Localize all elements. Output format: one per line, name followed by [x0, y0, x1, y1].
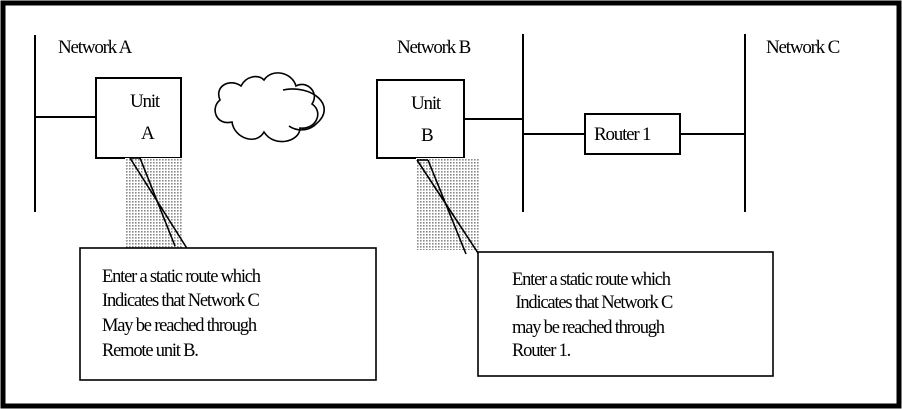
callout-a-box [79, 247, 377, 381]
callout-b-line2: Indicates that Network C [512, 293, 673, 313]
cloud-icon [214, 72, 325, 143]
callout-b-pointer [416, 159, 481, 257]
callout-a-shading [125, 158, 182, 248]
callout-a-line3: May be reached through [102, 316, 257, 336]
callout-b-line3: may be reached through [512, 318, 665, 338]
callout-a-line4: Remote unit B. [102, 341, 198, 361]
network-b-label: Network B [397, 37, 471, 58]
unit-a-box [95, 77, 182, 159]
callout-a-line2: Indicates that Network C [102, 291, 260, 311]
callout-a-line1: Enter a static route which [102, 267, 261, 287]
unit-a-line2: A [141, 123, 155, 144]
unit-b-box [376, 79, 465, 159]
unit-a-line1: Unit [130, 91, 161, 112]
unit-b-line2: B [421, 125, 433, 146]
network-a-label: Network A [58, 37, 133, 58]
callout-b-line1: Enter a static route which [512, 270, 671, 290]
unit-b-line1: Unit [411, 93, 442, 114]
callout-b-box [477, 251, 774, 377]
network-c-label: Network C [766, 37, 840, 58]
callout-a-pointer [129, 157, 189, 251]
callout-b-line4: Router 1. [512, 341, 571, 361]
router-label: Router 1 [594, 124, 651, 145]
